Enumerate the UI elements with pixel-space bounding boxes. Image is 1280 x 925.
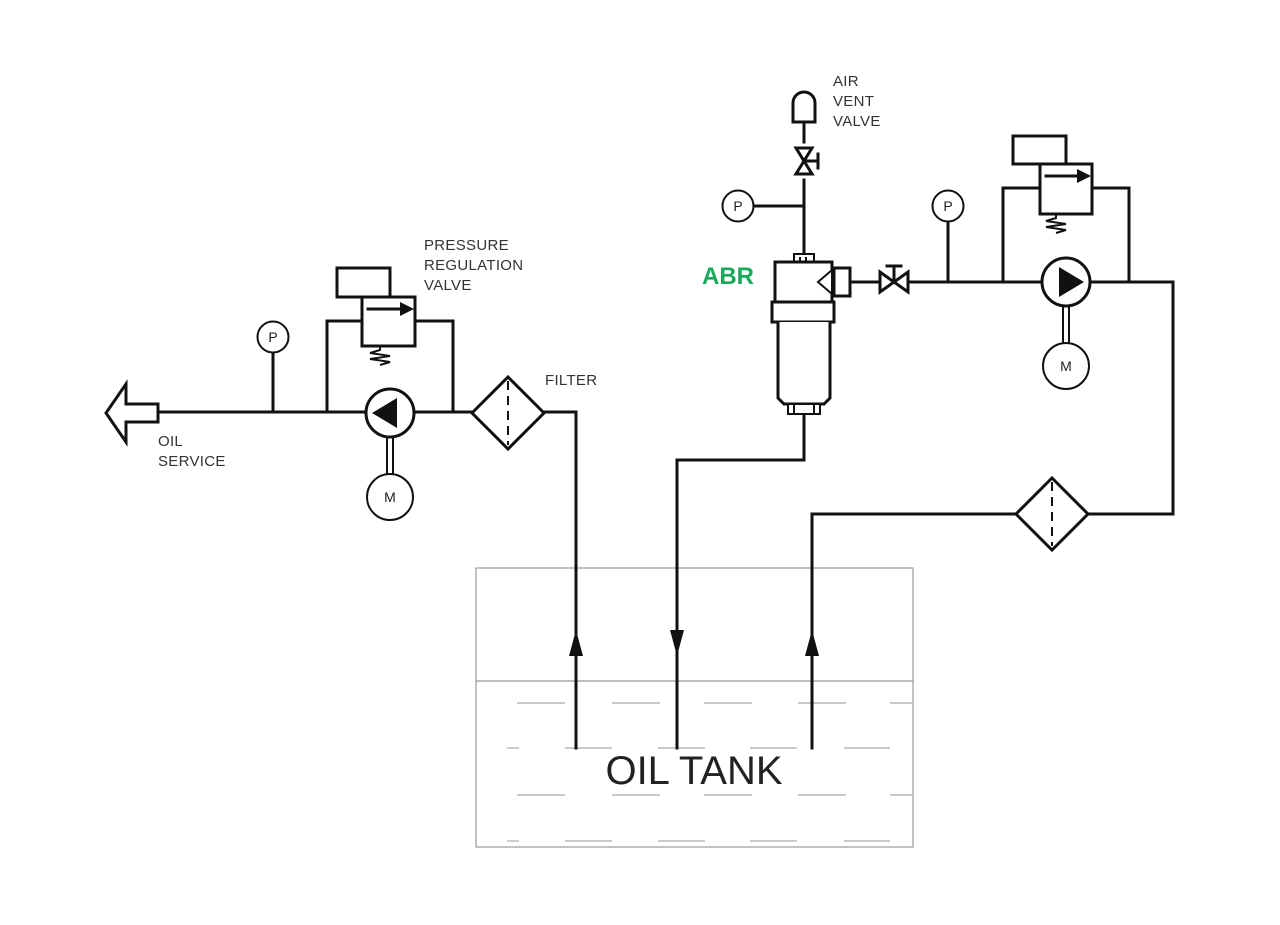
svg-text:M: M — [384, 489, 396, 505]
flow-arrow-icon — [670, 630, 684, 656]
air-vent-valve-label: AIR VENT VALVE — [833, 73, 881, 130]
filter-label: FILTER — [545, 372, 597, 389]
oil-tank: OIL TANK — [475, 567, 914, 848]
pipes — [156, 120, 1175, 750]
motor-icon: M — [1042, 342, 1090, 390]
needle-valve-icon — [878, 264, 910, 295]
tank-liquid-lines — [507, 702, 912, 842]
svg-text:M: M — [1060, 358, 1072, 374]
filter-icon — [1013, 475, 1091, 553]
outlet-arrow-icon — [104, 379, 160, 447]
pump-icon — [364, 387, 416, 439]
relief-valve-icon — [1011, 134, 1094, 234]
pressure-gauge-icon: P — [721, 189, 755, 223]
oil-tank-label: OIL TANK — [605, 749, 782, 793]
oil-service-label: OIL SERVICE — [158, 433, 226, 470]
air-vent-valve-icon — [791, 90, 820, 176]
abr-label: ABR — [702, 263, 754, 290]
pressure-gauge-icon: P — [931, 189, 965, 223]
pump-icon — [1040, 256, 1092, 308]
filter-icon — [469, 374, 547, 452]
pressure-regulation-valve-label: PRESSURE REGULATION VALVE — [424, 237, 528, 294]
flow-arrow-icon — [805, 630, 819, 656]
svg-text:P: P — [733, 198, 742, 214]
abr-separator-icon — [770, 253, 852, 415]
svg-text:P: P — [268, 329, 277, 345]
pressure-gauge-icon: P — [256, 320, 290, 354]
motor-icon: M — [366, 473, 414, 521]
relief-valve-icon — [335, 266, 417, 366]
svg-text:P: P — [943, 198, 952, 214]
flow-arrow-icon — [569, 630, 583, 656]
